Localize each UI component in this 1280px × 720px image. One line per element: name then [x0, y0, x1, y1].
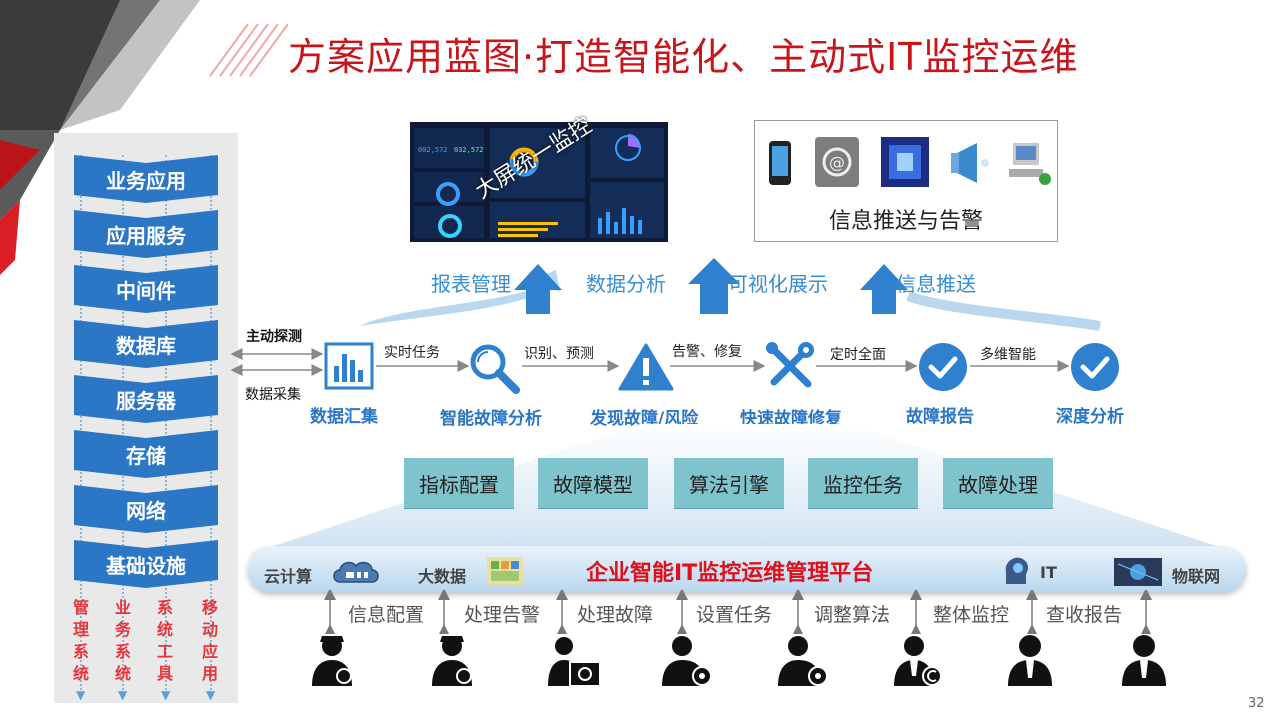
module-metric-config: 指标配置 [404, 458, 514, 508]
edge-multidim: 多维智能 [980, 347, 1036, 363]
ai-head-icon [1005, 557, 1028, 584]
module-monitor-task: 监控任务 [808, 458, 918, 508]
bar-chart-icon [324, 342, 374, 390]
edge-realtime-task: 实时任务 [384, 345, 440, 361]
flow-lines [230, 348, 1070, 376]
node-deep-analysis: 深度分析 [1056, 407, 1124, 427]
node-fault-analysis: 智能故障分析 [440, 409, 542, 429]
stack-line [80, 155, 82, 690]
title-slash-decoration [209, 23, 288, 77]
collect-label: 数据采集 [245, 387, 301, 403]
down-arrow-icon: ▼ [118, 688, 128, 702]
big-data-icon [487, 557, 523, 585]
module-algorithm-engine: 算法引擎 [674, 458, 784, 508]
alert-label: 信息推送与告警 [828, 209, 983, 234]
module-fault-handling: 故障处理 [943, 458, 1053, 508]
platform-it-label: IT [1040, 563, 1057, 582]
device-icons: @ [769, 137, 1051, 187]
caption-analysis: 数据分析 [586, 272, 666, 296]
op-adjust-algorithm: 调整算法 [814, 604, 891, 626]
op-handle-alert: 处理告警 [464, 604, 541, 626]
platform-title: 企业智能IT监控运维管理平台 [586, 561, 874, 586]
alert-panel: @ 信息推送与告警 [754, 120, 1058, 242]
check-icon [1071, 343, 1119, 391]
tools-icon [766, 342, 814, 388]
node-fault-report: 故障报告 [906, 407, 974, 427]
corner-decoration [0, 0, 200, 275]
iot-icon [1114, 558, 1162, 586]
stack-line [165, 155, 167, 690]
platform-bar [248, 546, 1246, 592]
edge-alert-repair: 告警、修复 [672, 344, 742, 360]
down-arrow-icon: ▼ [161, 688, 171, 702]
layer-business-app: 业务应用 [74, 155, 218, 203]
system-mobile: 移动应用 [201, 598, 218, 683]
caption-visualization: 可视化展示 [728, 272, 828, 296]
svg-text:@: @ [829, 153, 845, 172]
dashboard-screenshot: 002,572 032,572 [410, 122, 668, 242]
op-overall-monitor: 整体监控 [933, 604, 1010, 626]
platform-iot-label: 物联网 [1172, 567, 1221, 586]
module-fault-model: 故障模型 [538, 458, 648, 508]
caption-reports: 报表管理 [431, 272, 511, 296]
layer-database: 数据库 [74, 320, 218, 368]
magnifier-icon [470, 344, 520, 394]
probe-label: 主动探测 [246, 329, 302, 345]
op-set-task: 设置任务 [696, 604, 773, 626]
page-title: 方案应用蓝图·打造智能化、主动式IT监控运维 [288, 35, 1079, 79]
system-management: 管理系统 [72, 598, 89, 683]
svg-text:002,572: 002,572 [418, 146, 448, 154]
system-business: 业务系统 [114, 598, 131, 683]
layer-app-service: 应用服务 [74, 210, 218, 258]
edge-identify-predict: 识别、预测 [524, 346, 594, 362]
node-data-aggregation: 数据汇集 [310, 407, 378, 427]
stack-line [122, 155, 124, 690]
cloud-icon [333, 561, 379, 583]
stack-line [210, 155, 212, 690]
platform-cloud-label: 云计算 [264, 567, 313, 586]
system-tools: 系统工具 [156, 598, 173, 683]
layer-infrastructure: 基础设施 [74, 540, 218, 588]
edge-scheduled: 定时全面 [830, 347, 886, 363]
op-receive-report: 查收报告 [1046, 604, 1123, 626]
layer-network: 网络 [74, 485, 218, 533]
operation-arrows [324, 590, 1152, 634]
down-arrow-icon: ▼ [76, 688, 86, 702]
layer-middleware: 中间件 [74, 265, 218, 313]
user-icons [312, 635, 1166, 687]
layer-storage: 存储 [74, 430, 218, 478]
caption-push: 信息推送 [896, 272, 976, 296]
svg-text:032,572: 032,572 [454, 146, 484, 154]
down-arrow-icon: ▼ [206, 688, 216, 702]
layer-server: 服务器 [74, 375, 218, 423]
page-number: 32 [1248, 696, 1265, 711]
check-icon [919, 343, 967, 391]
op-info-config: 信息配置 [348, 604, 425, 626]
op-handle-fault: 处理故障 [577, 604, 654, 626]
platform-bigdata-label: 大数据 [418, 567, 467, 586]
warning-icon [618, 343, 674, 391]
upward-arrows [360, 258, 1101, 331]
